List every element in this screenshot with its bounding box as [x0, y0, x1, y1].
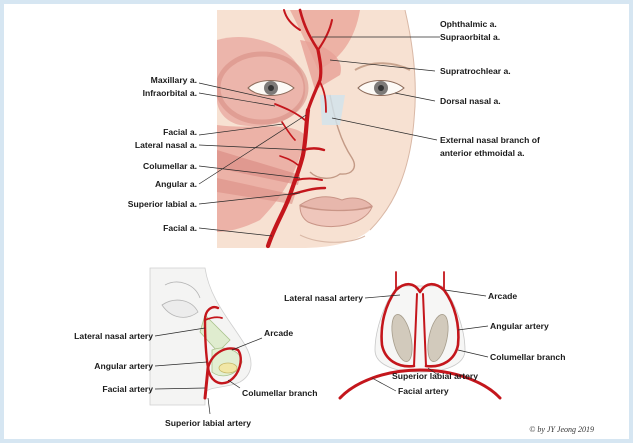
- label-external-nasal-2: anterior ethmoidal a.: [440, 148, 525, 158]
- label-br-arcade: Arcade: [488, 291, 517, 301]
- credit-text: © by JY Jeong 2019: [529, 425, 594, 434]
- label-bl-angular: Angular artery: [94, 361, 153, 371]
- label-facial-1: Facial a.: [163, 127, 197, 137]
- profile-nostril: [219, 363, 237, 373]
- label-bl-facial: Facial artery: [102, 384, 153, 394]
- label-br-angular: Angular artery: [490, 321, 549, 331]
- label-superior-labial: Superior labial a.: [128, 199, 197, 209]
- label-infraorbital: Infraorbital a.: [143, 88, 197, 98]
- label-columellar: Columellar a.: [143, 161, 197, 171]
- label-ophthalmic: Ophthalmic a.: [440, 19, 497, 29]
- label-bl-columellar: Columellar branch: [242, 388, 317, 398]
- label-facial-2: Facial a.: [163, 223, 197, 233]
- profile-backdrop: [150, 268, 251, 405]
- label-lateral-nasal: Lateral nasal a.: [135, 140, 197, 150]
- label-bl-lateral-nasal: Lateral nasal artery: [74, 331, 153, 341]
- label-supraorbital: Supraorbital a.: [440, 32, 500, 42]
- label-br-lateral-nasal: Lateral nasal artery: [284, 293, 363, 303]
- label-bl-arcade: Arcade: [264, 328, 293, 338]
- label-br-columellar: Columellar branch: [490, 352, 565, 362]
- label-maxillary: Maxillary a.: [151, 75, 197, 85]
- label-angular: Angular a.: [155, 179, 197, 189]
- label-dorsal-nasal: Dorsal nasal a.: [440, 96, 501, 106]
- label-bl-superior-labial: Superior labial artery: [165, 418, 251, 428]
- label-br-facial: Facial artery: [398, 386, 449, 396]
- profile-nose-illustration: [150, 268, 251, 405]
- label-external-nasal-1: External nasal branch of: [440, 135, 540, 145]
- label-supratrochlear: Supratrochlear a.: [440, 66, 511, 76]
- label-br-superior-labial: Superior labial artery: [392, 371, 478, 381]
